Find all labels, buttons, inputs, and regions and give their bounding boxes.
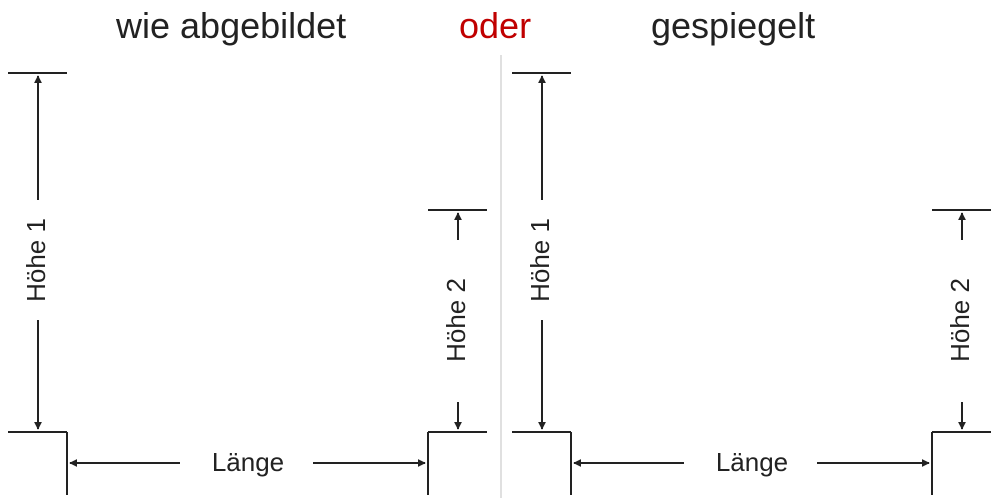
length-label: Länge	[716, 447, 788, 477]
panel-left	[8, 72, 487, 495]
title-left: wie abgebildet	[116, 5, 347, 46]
height2-label: Höhe 2	[945, 278, 975, 362]
title-or: oder	[459, 5, 532, 46]
title-right: gespiegelt	[651, 5, 816, 46]
length-label: Länge	[212, 447, 284, 477]
height1-label: Höhe 1	[525, 218, 555, 302]
height1-label: Höhe 1	[21, 218, 51, 302]
height2-label: Höhe 2	[441, 278, 471, 362]
panel-right	[512, 72, 991, 495]
